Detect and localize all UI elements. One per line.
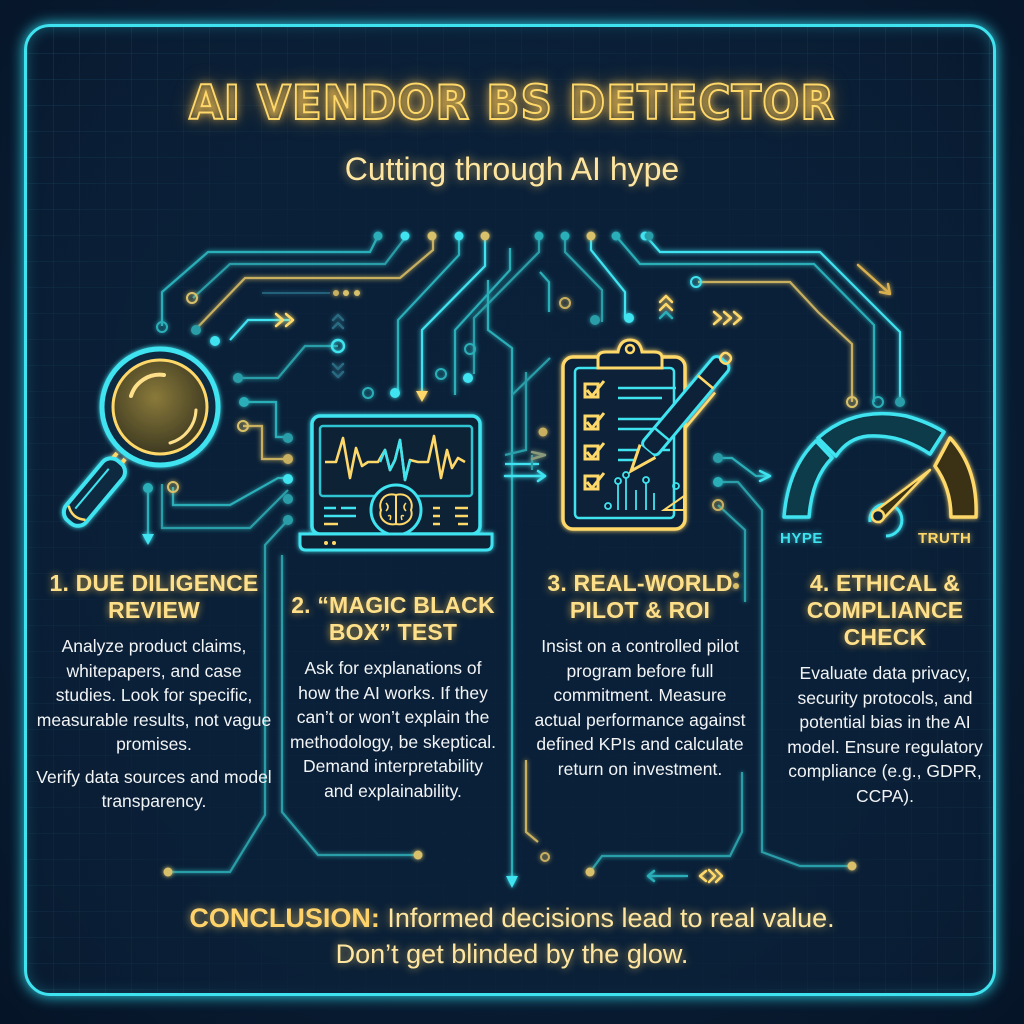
step-title-line: CHECK bbox=[843, 624, 927, 650]
step-body: Analyze product claims, whitepapers, and… bbox=[36, 636, 272, 754]
step-title-line: COMPLIANCE bbox=[806, 597, 964, 623]
conclusion-line2: Don’t get blinded by the glow. bbox=[335, 939, 689, 969]
page-subtitle: Cutting through AI hype bbox=[344, 151, 680, 187]
clipboard-checklist-pen-icon bbox=[561, 338, 733, 531]
step-title-line: 4. ETHICAL & bbox=[809, 570, 961, 596]
page-title: AI VENDOR BS DETECTOR bbox=[188, 75, 835, 132]
step-body: Insist on a controlled pilot program bef… bbox=[534, 636, 746, 779]
gauge-truth-label: TRUTH bbox=[918, 530, 972, 547]
step-title-line: 1. DUE DILIGENCE bbox=[49, 570, 259, 596]
circuit-nodes bbox=[143, 231, 905, 877]
hype-truth-gauge-icon bbox=[782, 411, 978, 538]
circuit-traces bbox=[146, 234, 902, 880]
grid-fade bbox=[27, 27, 993, 993]
step-body: Evaluate data privacy, security protocol… bbox=[787, 663, 983, 806]
conclusion-label: CONCLUSION: bbox=[189, 903, 380, 933]
step-body: Ask for explanations of how the AI works… bbox=[290, 658, 496, 801]
magnifying-glass-icon bbox=[61, 346, 221, 528]
arrow-decorations bbox=[274, 263, 892, 884]
step-title-line: PILOT & ROI bbox=[569, 597, 711, 623]
step-title-line: 2. “MAGIC BLACK bbox=[291, 592, 495, 618]
step-title-line: 3. REAL-WORLD bbox=[547, 570, 733, 596]
step-title-line: REVIEW bbox=[108, 597, 200, 623]
conclusion-line1: Informed decisions lead to real value. bbox=[387, 903, 835, 933]
conclusion: CONCLUSION: Informed decisions lead to r… bbox=[0, 900, 1024, 972]
step-body-extra: Verify data sources and model transparen… bbox=[36, 766, 272, 812]
step-title-line: BOX” TEST bbox=[328, 619, 458, 645]
arrowheads bbox=[142, 391, 518, 888]
laptop-heartbeat-brain-icon bbox=[298, 414, 494, 552]
gauge-hype-label: HYPE bbox=[780, 530, 823, 547]
